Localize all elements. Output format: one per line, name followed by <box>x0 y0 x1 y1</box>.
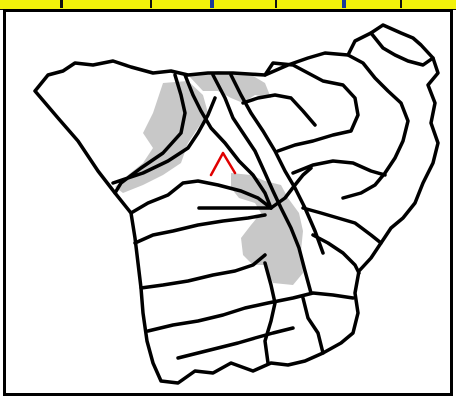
boundary-corridor-1 <box>211 73 313 295</box>
boundary-northeast-1 <box>263 61 360 153</box>
boundary-south-5 <box>263 261 277 365</box>
boundary-lines <box>33 23 440 385</box>
boundary-east-3 <box>311 233 361 275</box>
header-strip-mark <box>342 0 346 8</box>
boundary-corridor-2 <box>229 73 325 255</box>
header-strip-mark <box>275 0 277 8</box>
highlight-caret <box>209 151 237 177</box>
header-strip-mark <box>60 0 63 8</box>
outer-boundary <box>33 23 440 385</box>
boundary-east-2 <box>301 206 383 245</box>
header-strip-mark <box>150 0 152 8</box>
urban-area-central <box>231 173 303 285</box>
header-strip-mark <box>400 0 402 8</box>
boundary-south-6 <box>301 296 325 355</box>
boundary-south-1 <box>133 213 267 245</box>
header-strip-mark <box>210 0 214 8</box>
urban-areas <box>115 71 303 285</box>
boundary-route-cross <box>269 166 313 210</box>
map-frame <box>3 9 453 396</box>
map-canvas <box>33 23 440 385</box>
boundary-northwest-2 <box>111 96 217 185</box>
boundary-west <box>129 179 273 215</box>
boundary-south-2 <box>139 253 267 290</box>
boundary-east-1 <box>291 159 387 177</box>
boundary-south-4 <box>176 326 295 360</box>
boundary-northeast-2 <box>241 93 317 127</box>
highlight-marker <box>209 151 237 177</box>
boundary-northeast-4 <box>369 31 435 67</box>
boundary-south-3 <box>146 291 355 333</box>
urban-area-north <box>188 71 271 103</box>
boundary-corridor-3 <box>183 73 273 210</box>
boundary-northeast-3 <box>341 53 410 200</box>
